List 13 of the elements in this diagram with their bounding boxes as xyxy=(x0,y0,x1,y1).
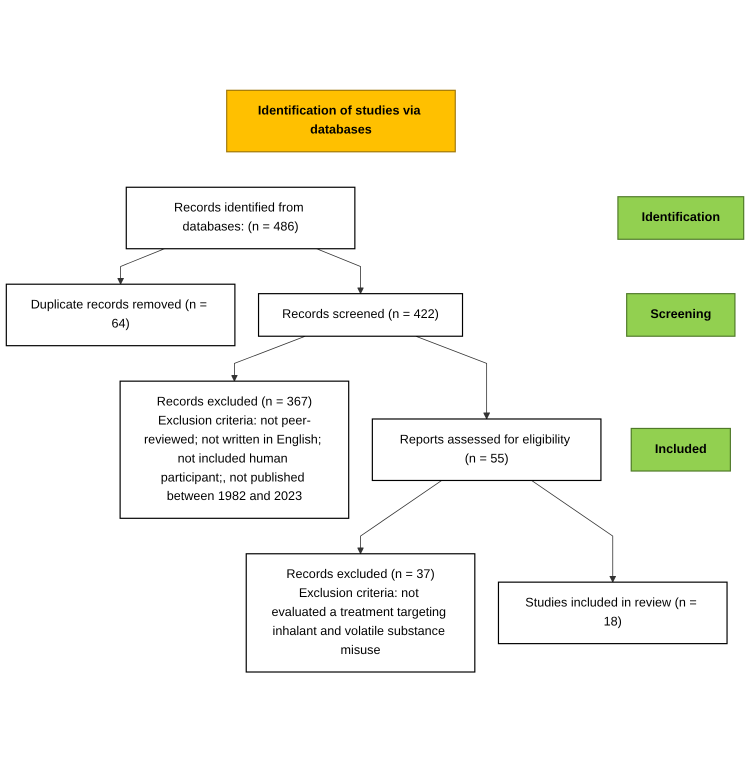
node-box: Records identified from databases: (n = 486) xyxy=(126,187,356,250)
node-box: Identification of studies via databases xyxy=(226,90,456,153)
node-box: Duplicate records removed (n = 64) xyxy=(6,284,236,347)
arrow xyxy=(357,480,442,554)
node-box: Reports assessed for eligibility (n = 55) xyxy=(372,418,602,482)
node-box: Included xyxy=(630,428,731,472)
node-box: Screening xyxy=(626,293,736,338)
node-box: Identification xyxy=(617,196,744,240)
node-box: Studies included in review (n = 18) xyxy=(498,582,728,645)
node-box: Records screened (n = 422) xyxy=(258,293,464,338)
node-box: Records excluded (n = 367) Exclusion criteria: not peer-reviewed; not written in English; not included human participant;, not published between 1982 and 2023 xyxy=(120,380,350,520)
node-box: Records excluded (n = 37) Exclusion criteria: not evaluated a treatment targeting inhalant and volatile substance misuse xyxy=(246,554,476,673)
arrow xyxy=(531,480,616,583)
